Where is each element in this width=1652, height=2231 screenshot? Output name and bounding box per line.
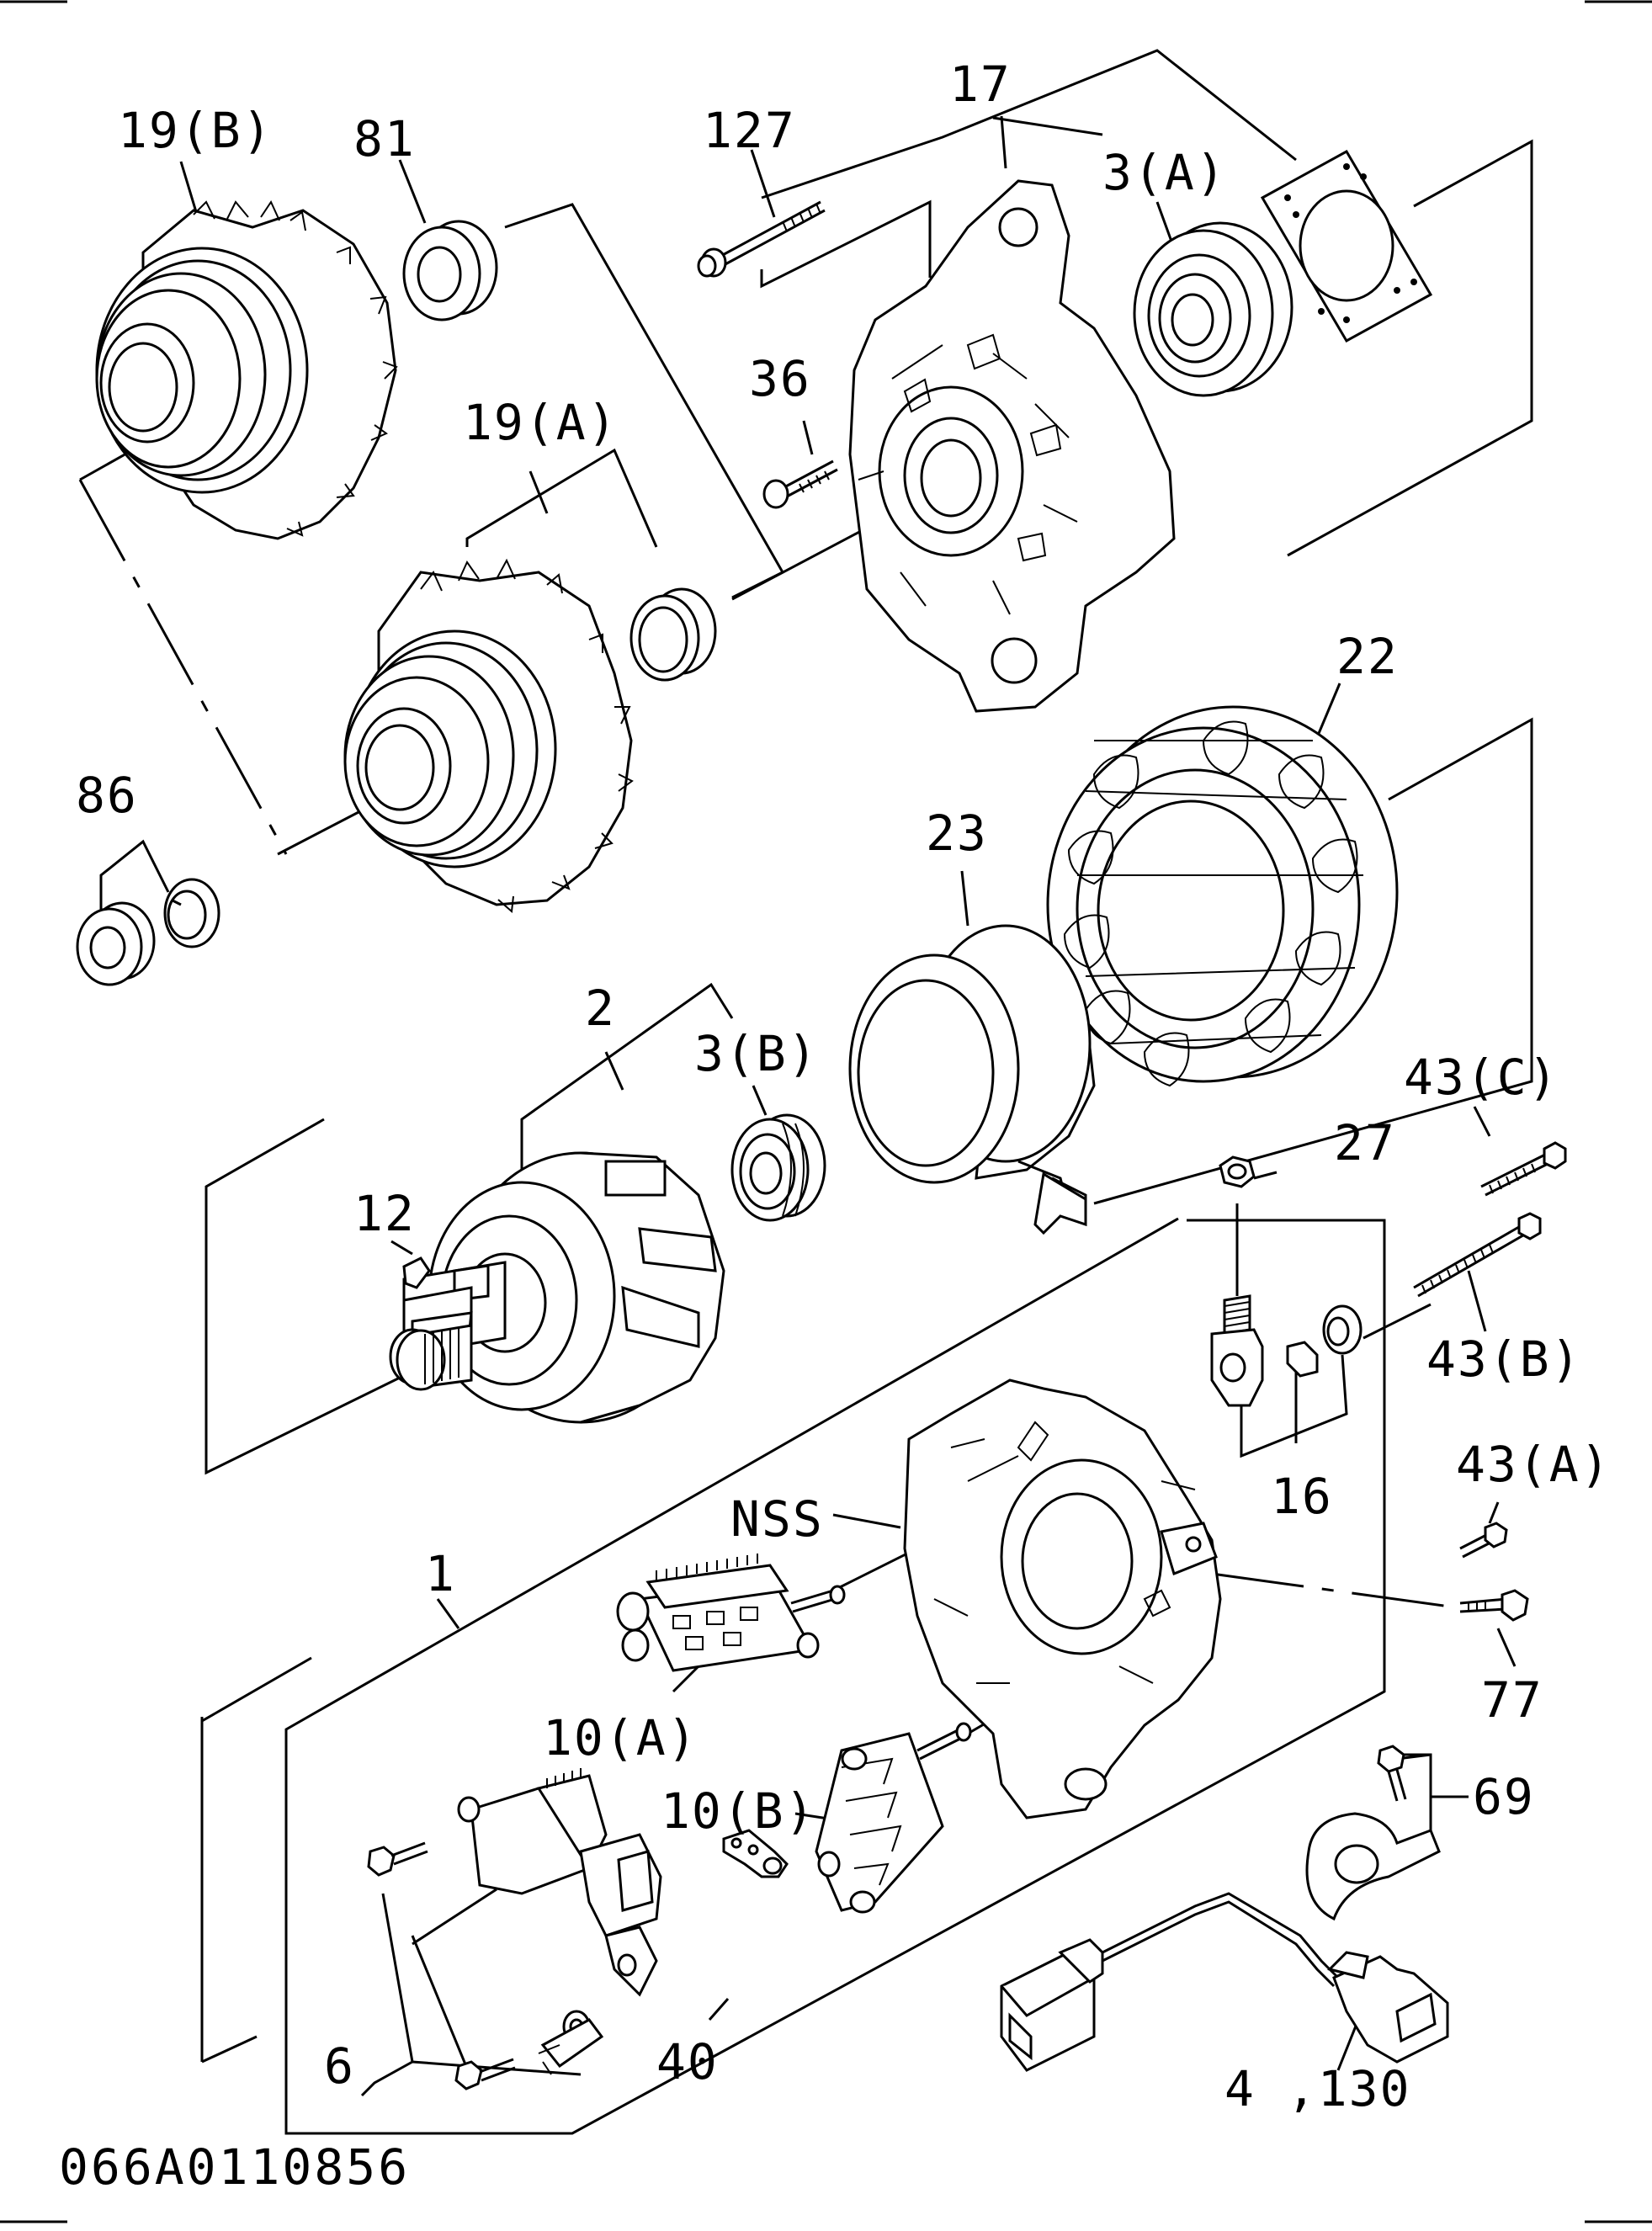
- callout-nss: NSS: [730, 1490, 824, 1548]
- pulley-fan-19b-icon: [95, 199, 398, 540]
- callout-43b: 43(B): [1426, 1331, 1582, 1388]
- callout-1: 1: [425, 1545, 456, 1602]
- spacer-collar-icon: [629, 587, 717, 682]
- callout-77: 77: [1481, 1671, 1543, 1729]
- callout-40: 40: [656, 2033, 719, 2090]
- pulley-fan-19a-icon: [343, 558, 634, 914]
- callout-17: 17: [949, 56, 1012, 113]
- field-coil-23-icon: [848, 924, 1096, 1235]
- bearing-3a-icon: [1133, 221, 1293, 397]
- callout-22: 22: [1336, 628, 1399, 685]
- gasket-plate-icon: [1260, 149, 1433, 343]
- rotor-2-icon: [389, 1151, 725, 1424]
- callout-23: 23: [926, 805, 988, 862]
- callout-19a: 19(A): [463, 394, 619, 451]
- drawing-code: 066A0110856: [59, 2138, 410, 2196]
- front-housing-17-icon: [848, 179, 1176, 713]
- seal-ring-81-icon: [402, 220, 498, 321]
- bolt-43c-icon: [1480, 1141, 1567, 1197]
- callout-127: 127: [703, 102, 796, 159]
- callout-4-130: 4 ,130: [1224, 2060, 1411, 2117]
- callout-16: 16: [1271, 1468, 1333, 1525]
- plate-40-icon: [722, 1829, 789, 1878]
- screw-36-icon: [762, 459, 838, 509]
- callout-12: 12: [353, 1185, 416, 1242]
- key-12-icon: [402, 1256, 431, 1289]
- bearing-3b-icon: [730, 1113, 826, 1222]
- screw-77-icon: [1459, 1589, 1529, 1622]
- callout-2: 2: [585, 980, 616, 1037]
- callout-3a: 3(A): [1102, 144, 1227, 201]
- callout-81: 81: [353, 110, 416, 167]
- screw-43a-icon: [1459, 1522, 1508, 1559]
- rectifier-10a-icon: [616, 1554, 846, 1672]
- callout-labels: 19(B) 81 127 17 3(A) 36 19(A) 22 86 23 2…: [76, 56, 1612, 2117]
- callout-69: 69: [1473, 1768, 1535, 1825]
- clamp-69-icon: [1305, 1745, 1441, 1921]
- stator-22-icon: [1046, 705, 1399, 1087]
- harness-4-130-icon: [1000, 1892, 1449, 2072]
- callout-36: 36: [749, 350, 811, 407]
- terminal-16-icon: [1210, 1294, 1363, 1407]
- callout-19b: 19(B): [118, 102, 274, 159]
- callout-10b: 10(B): [661, 1782, 816, 1840]
- rear-housing-nss-icon: [903, 1378, 1222, 1819]
- bolt-127-icon: [697, 200, 826, 278]
- bolt-43b-icon: [1413, 1212, 1542, 1298]
- screw-6-icon: [367, 1841, 604, 2090]
- nut-27-icon: [1219, 1155, 1256, 1188]
- callout-86: 86: [76, 767, 138, 824]
- callout-43a: 43(A): [1456, 1436, 1612, 1493]
- callout-10a: 10(A): [543, 1709, 699, 1766]
- callout-43c: 43(C): [1404, 1049, 1559, 1106]
- washer-86-icon: [163, 878, 220, 948]
- nut-86-icon: [76, 901, 156, 986]
- callout-6: 6: [324, 2037, 355, 2095]
- regulator-6-icon: [457, 1768, 662, 1997]
- callout-27: 27: [1334, 1114, 1396, 1171]
- rectifier-10b-icon: [815, 1722, 972, 1914]
- callout-3b: 3(B): [694, 1025, 819, 1082]
